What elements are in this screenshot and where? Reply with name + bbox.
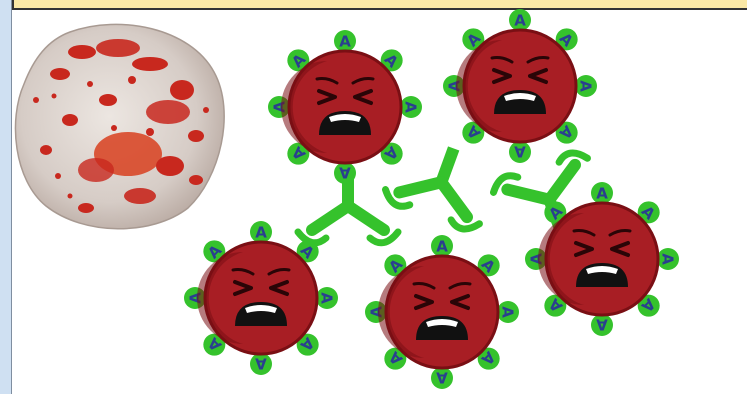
crying-red-blood-cell-icon [184, 221, 338, 375]
crying-red-blood-cell-icon [365, 235, 519, 389]
top-banner [12, 0, 747, 10]
crying-red-blood-cell-icon [268, 30, 422, 184]
crying-red-blood-cell-icon [525, 182, 679, 336]
crying-red-blood-cell-icon [443, 9, 597, 163]
blood-drop-sample-icon [14, 23, 225, 230]
left-rail [0, 0, 12, 394]
